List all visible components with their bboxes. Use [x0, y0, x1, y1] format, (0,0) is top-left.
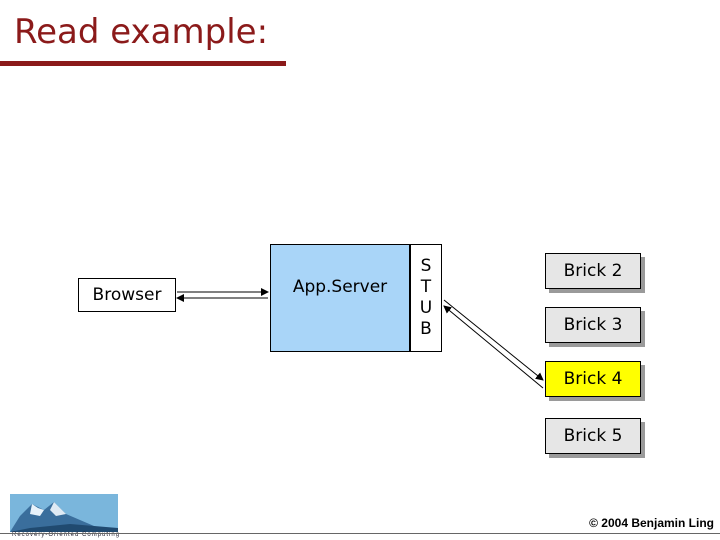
browser-label: Browser	[92, 285, 162, 305]
browser-box: Browser	[78, 278, 176, 312]
brick-2-label: Brick 2	[563, 261, 623, 281]
roc-logo	[10, 494, 118, 532]
title-underline	[0, 61, 286, 66]
stub-letter: B	[420, 319, 432, 339]
brick-3-label: Brick 3	[563, 315, 623, 335]
logo-caption: Recovery-Oriented Computing	[12, 532, 121, 538]
stub-letter: T	[420, 277, 432, 297]
stub-to-brick4-arrow	[443, 299, 544, 381]
brick-5-box: Brick 5	[545, 418, 641, 454]
stub-box: S T U B	[410, 244, 442, 352]
copyright-text: © 2004 Benjamin Ling	[589, 516, 714, 530]
appserver-box: App.Server	[270, 244, 410, 352]
brick-4-box: Brick 4	[545, 361, 641, 397]
brick-2-box: Brick 2	[545, 253, 641, 289]
slide-title: Read example:	[14, 12, 269, 52]
appserver-label: App.Server	[292, 277, 388, 297]
brick-4-label: Brick 4	[563, 369, 623, 389]
stub-letter: S	[420, 256, 432, 276]
footer-divider	[0, 533, 720, 534]
brick-5-label: Brick 5	[563, 426, 623, 446]
brick4-to-stub-arrow	[443, 305, 544, 389]
brick-3-box: Brick 3	[545, 307, 641, 343]
stub-letter: U	[419, 298, 433, 318]
